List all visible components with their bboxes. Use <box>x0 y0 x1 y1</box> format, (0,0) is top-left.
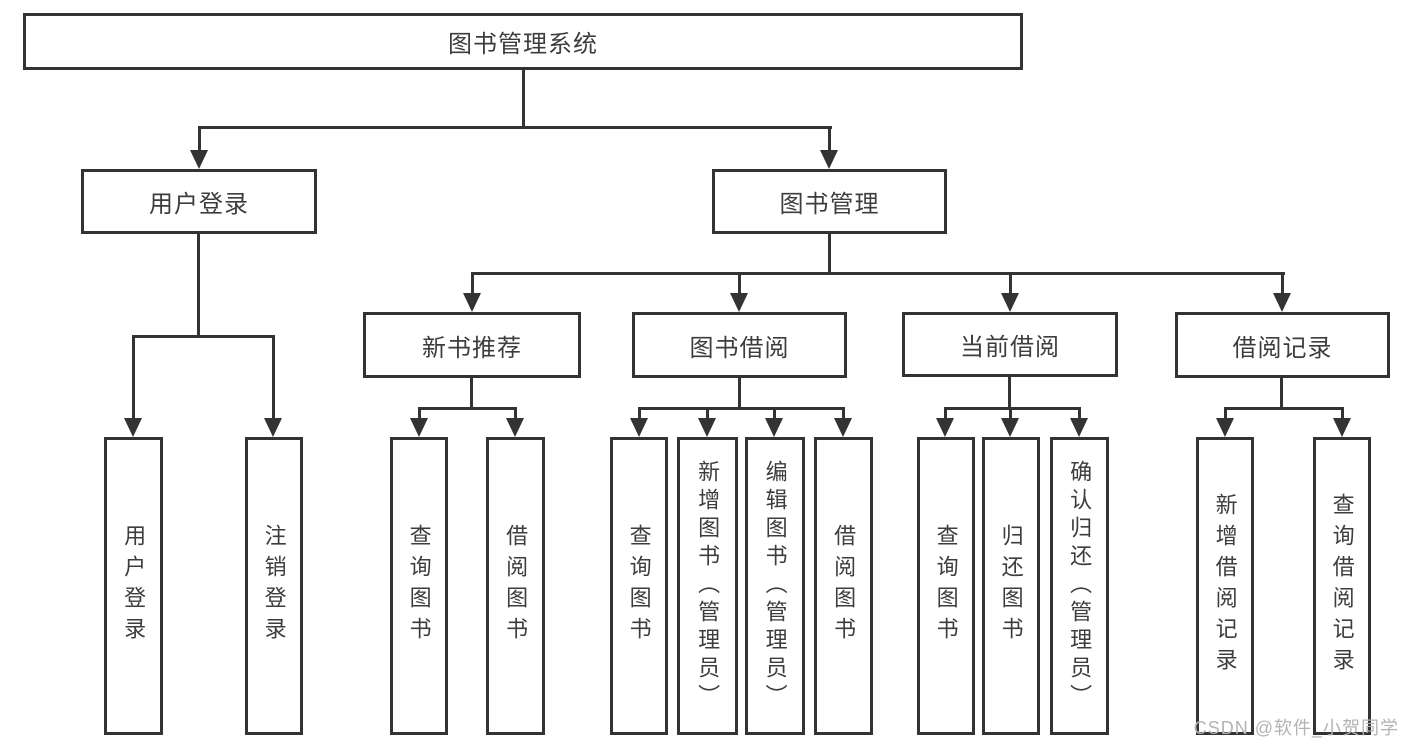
connector-user-stub <box>197 234 200 338</box>
arrowhead-down-icon <box>506 418 524 437</box>
arrowhead-down-icon <box>1333 418 1351 437</box>
arrowhead-down-icon <box>820 150 838 169</box>
arrowhead-down-icon <box>1070 418 1088 437</box>
leaf-user-login: 用户登录 <box>104 437 163 735</box>
leaf-confirm-return-admin-label: 确认归还（管理员） <box>1067 460 1093 712</box>
connector-recommend-stub <box>470 378 473 410</box>
connector-book-stub <box>828 234 831 274</box>
arrowhead-down-icon <box>730 293 748 312</box>
leaf-return-book-label: 归还图书 <box>998 524 1024 648</box>
arrowhead-down-icon <box>1001 418 1019 437</box>
arrowhead-down-icon <box>630 418 648 437</box>
leaf-query-book-borrowing-label: 查询图书 <box>626 524 652 648</box>
connector-current-drop <box>1078 407 1081 421</box>
connector-root-right-drop <box>828 126 831 152</box>
arrowhead-down-icon <box>1216 418 1234 437</box>
arrowhead-down-icon <box>834 418 852 437</box>
arrowhead-down-icon <box>936 418 954 437</box>
connector-current-drop <box>944 407 947 421</box>
leaf-logout-login: 注销登录 <box>245 437 303 735</box>
leaf-borrow-book-borrowing-label: 借阅图书 <box>831 524 857 648</box>
leaf-add-borrow-record: 新增借阅记录 <box>1196 437 1254 735</box>
watermark: CSDN @软件_小贺同学 <box>1193 718 1399 738</box>
node-new-book-recommend-label: 新书推荐 <box>422 334 522 362</box>
leaf-user-login-label: 用户登录 <box>121 524 147 648</box>
connector-book-bar <box>471 272 1285 275</box>
leaf-add-book-admin-label: 新增图书（管理员） <box>695 460 721 712</box>
arrowhead-down-icon <box>1273 293 1291 312</box>
leaf-borrow-book-recommend-label: 借阅图书 <box>503 524 529 648</box>
leaf-add-borrow-record-label: 新增借阅记录 <box>1212 493 1238 679</box>
leaf-query-book-current: 查询图书 <box>917 437 975 735</box>
connector-borrowing-drop <box>773 407 776 421</box>
connector-root-left-drop <box>198 126 201 152</box>
connector-records-bar <box>1224 407 1344 410</box>
leaf-borrow-book-borrowing: 借阅图书 <box>814 437 873 735</box>
connector-book-drop <box>1281 272 1284 295</box>
leaf-edit-book-admin-label: 编辑图书（管理员） <box>762 460 788 712</box>
connector-records-stub <box>1280 378 1283 410</box>
leaf-query-book-recommend-label: 查询图书 <box>406 524 432 648</box>
node-user-login-label: 用户登录 <box>149 191 249 218</box>
node-borrow-records: 借阅记录 <box>1175 312 1390 378</box>
leaf-logout-login-label: 注销登录 <box>261 524 287 648</box>
node-book-management: 图书管理 <box>712 169 947 234</box>
connector-user-right-drop <box>272 335 275 421</box>
arrowhead-down-icon <box>410 418 428 437</box>
connector-recommend-drop <box>514 407 517 421</box>
leaf-borrow-book-recommend: 借阅图书 <box>486 437 545 735</box>
connector-user-bar <box>133 335 275 338</box>
connector-borrowing-drop <box>706 407 709 421</box>
arrowhead-down-icon <box>124 418 142 437</box>
connector-book-drop <box>471 272 474 295</box>
node-book-management-label: 图书管理 <box>779 191 880 218</box>
node-root: 图书管理系统 <box>23 13 1023 70</box>
node-user-login: 用户登录 <box>81 169 317 234</box>
connector-current-stub <box>1008 377 1011 410</box>
connector-borrowing-drop <box>638 407 641 421</box>
node-current-borrowing-label: 当前借阅 <box>960 334 1060 361</box>
connector-borrowing-stub <box>738 378 741 410</box>
connector-borrowing-drop <box>842 407 845 421</box>
node-new-book-recommend: 新书推荐 <box>363 312 581 378</box>
connector-user-left-drop <box>132 335 135 421</box>
connector-recommend-drop <box>418 407 421 421</box>
node-root-label: 图书管理系统 <box>448 31 598 58</box>
connector-borrowing-bar <box>638 407 845 410</box>
leaf-return-book: 归还图书 <box>982 437 1040 735</box>
arrowhead-down-icon <box>1001 293 1019 312</box>
connector-book-drop <box>738 272 741 295</box>
leaf-add-book-admin: 新增图书（管理员） <box>677 437 738 735</box>
leaf-query-book-recommend: 查询图书 <box>390 437 448 735</box>
connector-root-stub <box>522 70 525 128</box>
arrowhead-down-icon <box>765 418 783 437</box>
arrowhead-down-icon <box>264 418 282 437</box>
leaf-query-book-current-label: 查询图书 <box>933 524 959 648</box>
connector-records-drop <box>1224 407 1227 421</box>
leaf-confirm-return-admin: 确认归还（管理员） <box>1050 437 1109 735</box>
arrowhead-down-icon <box>463 293 481 312</box>
leaf-query-borrow-record-label: 查询借阅记录 <box>1329 493 1355 679</box>
arrowhead-down-icon <box>190 150 208 169</box>
connector-records-drop <box>1341 407 1344 421</box>
connector-root-bar <box>198 126 832 129</box>
leaf-edit-book-admin: 编辑图书（管理员） <box>745 437 805 735</box>
connector-recommend-bar <box>418 407 517 410</box>
node-current-borrowing: 当前借阅 <box>902 312 1118 377</box>
leaf-query-borrow-record: 查询借阅记录 <box>1313 437 1371 735</box>
connector-current-bar <box>944 407 1081 410</box>
leaf-query-book-borrowing: 查询图书 <box>610 437 668 735</box>
connector-current-drop <box>1009 407 1012 421</box>
connector-book-drop <box>1009 272 1012 295</box>
node-book-borrowing-label: 图书借阅 <box>689 334 790 362</box>
arrowhead-down-icon <box>698 418 716 437</box>
node-book-borrowing: 图书借阅 <box>632 312 847 378</box>
node-borrow-records-label: 借阅记录 <box>1232 334 1333 362</box>
